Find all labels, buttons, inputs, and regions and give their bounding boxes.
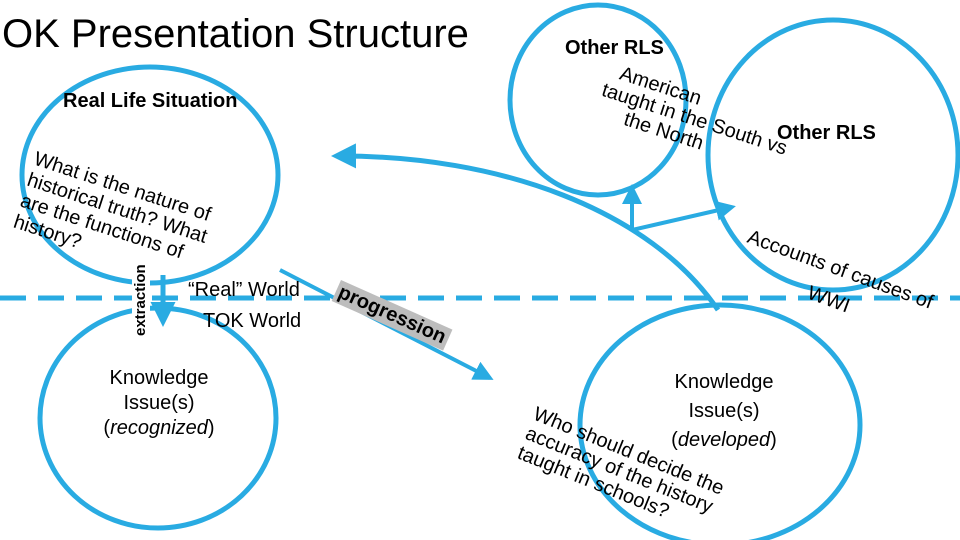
paren-open: (: [671, 429, 678, 451]
ki-recognized-line2: Issue(s): [123, 392, 195, 414]
ki-recognized: Knowledge Issue(s) (recognized): [80, 366, 238, 441]
real-world-label: “Real” World: [188, 279, 300, 301]
branch-arrow-right: [631, 200, 736, 232]
ki-developed: Knowledge Issue(s) (developed): [642, 368, 806, 455]
ki-recognized-emphasis: recognized: [110, 417, 208, 439]
page-title: OK Presentation Structure: [2, 12, 469, 56]
tok-world-label: TOK World: [203, 310, 302, 332]
extraction-label: extraction: [132, 262, 150, 338]
ki-recognized-line3: (recognized): [80, 416, 238, 441]
paren-open: (: [103, 417, 111, 439]
paren-close: ): [770, 429, 777, 451]
other-rls-ellipse: [507, 2, 689, 198]
feedback-arrow: [331, 143, 721, 312]
ki-recognized-line1: Knowledge: [109, 367, 209, 389]
rls-label: Real Life Situation: [63, 90, 238, 112]
rls-ellipse: [19, 64, 281, 286]
other-rls-label-right: Other RLS: [777, 122, 876, 144]
ki-developed-line2: Issue(s): [688, 400, 760, 422]
other-rls-right-ellipse: [705, 17, 960, 293]
other-rls-label-top: Other RLS: [565, 37, 664, 59]
ki-developed-ellipse: [577, 302, 863, 540]
ki-developed-emphasis: developed: [677, 429, 771, 451]
ki-developed-line3: (developed): [642, 426, 806, 455]
ki-developed-line1: Knowledge: [674, 371, 774, 393]
paren-close: ): [207, 417, 215, 439]
